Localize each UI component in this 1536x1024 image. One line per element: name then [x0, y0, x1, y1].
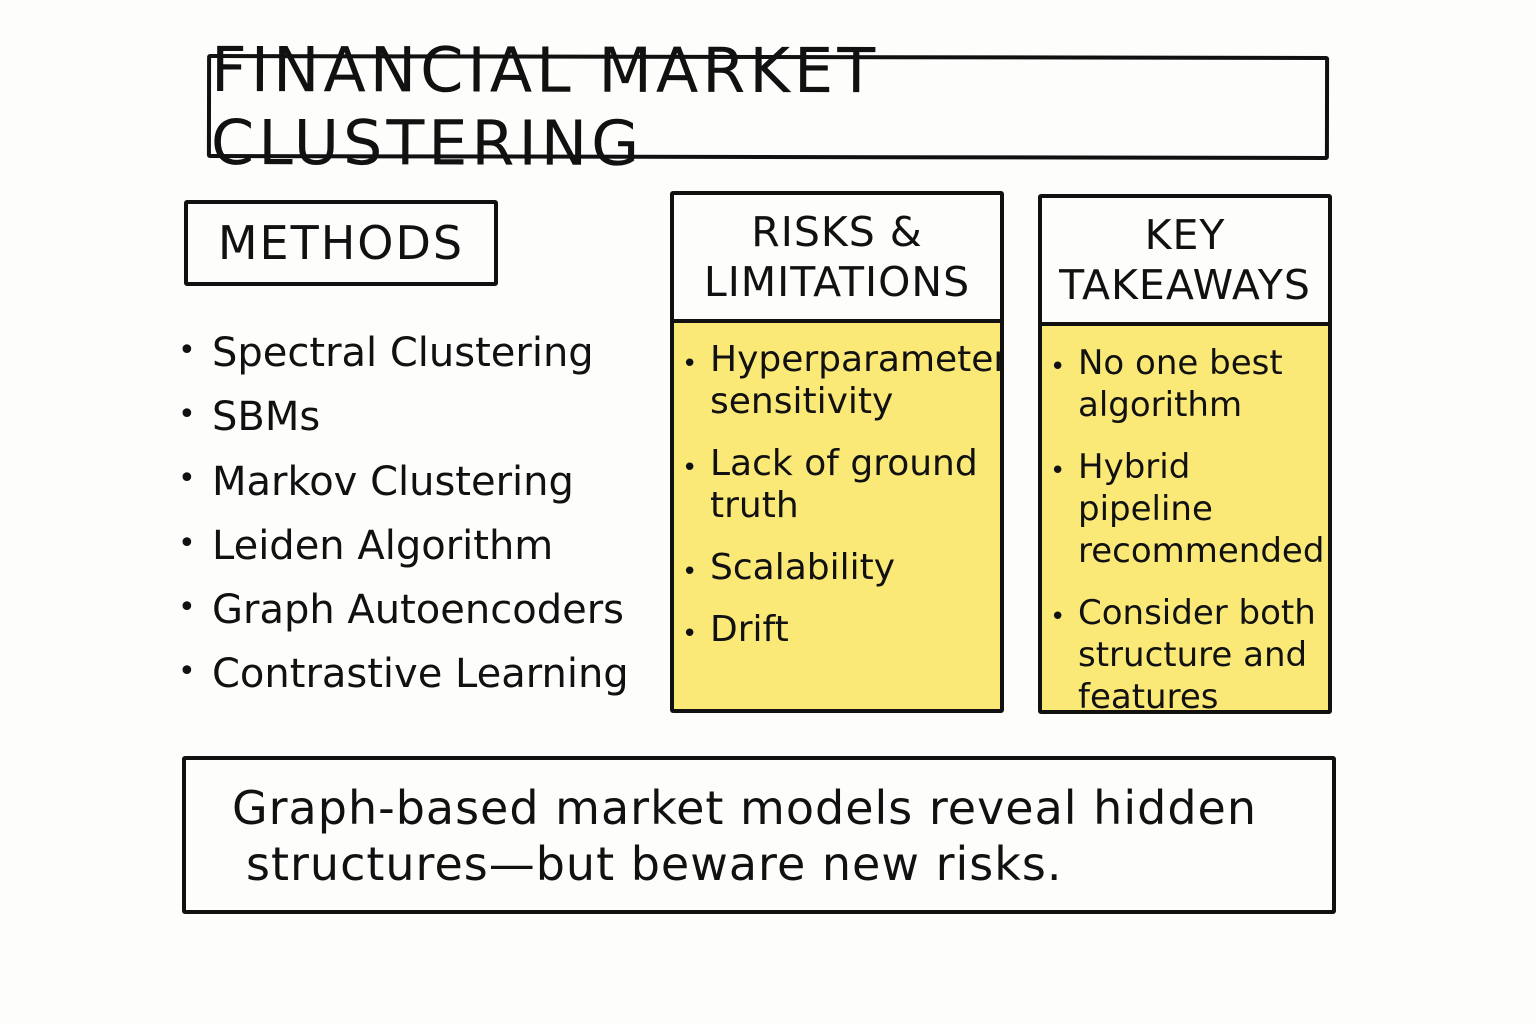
takeaways-heading: KEY TAKEAWAYS — [1042, 198, 1328, 326]
bullet-icon: • — [1050, 456, 1066, 486]
summary-box: Graph-based market models reveal hidden … — [182, 756, 1336, 914]
list-item: • Markov Clustering — [178, 451, 629, 515]
list-item: • Spectral Clustering — [178, 322, 629, 386]
title-box: FINANCIAL MARKET CLUSTERING — [206, 33, 1330, 180]
takeaway-label: Hybrid pipeline recommended — [1078, 447, 1325, 571]
method-label: Contrastive Learning — [212, 651, 629, 698]
method-label: Spectral Clustering — [212, 330, 594, 376]
list-item: • Lack of ground truth — [682, 443, 1000, 527]
risk-label: Scalability — [710, 547, 896, 588]
list-item: • Consider both structure and features — [1050, 592, 1328, 714]
risk-label: Drift — [710, 609, 789, 650]
bullet-icon: • — [682, 453, 698, 483]
list-item: • SBMs — [178, 386, 629, 450]
method-label: SBMs — [212, 394, 321, 441]
risk-label: Lack of ground truth — [710, 443, 978, 526]
risks-heading: RISKS & LIMITATIONS — [674, 195, 1000, 323]
takeaways-heading-line1: KEY — [1144, 211, 1226, 259]
summary-line2: structures—but beware new risks. — [246, 837, 1063, 891]
page-title: FINANCIAL MARKET CLUSTERING — [210, 33, 880, 180]
takeaways-heading-line2: TAKEAWAYS — [1059, 261, 1311, 309]
method-label: Markov Clustering — [212, 458, 574, 505]
method-label: Leiden Algorithm — [212, 522, 554, 569]
takeaway-label: Consider both structure and features — [1078, 593, 1316, 714]
bullet-icon: • — [1050, 602, 1066, 632]
risks-list: •Hyperparameter sensitivity • Lack of gro… — [674, 323, 1000, 651]
risks-panel: RISKS & LIMITATIONS •Hyperparameter sens… — [670, 191, 1004, 713]
list-item: • No one best algorithm — [1050, 342, 1328, 426]
bullet-icon: • — [682, 619, 698, 649]
risks-heading-line2: LIMITATIONS — [703, 258, 971, 306]
summary-line1: Graph-based market models reveal hidden — [232, 781, 1257, 835]
takeaways-panel: KEY TAKEAWAYS • No one best algorithm • Hy… — [1038, 194, 1332, 714]
bullet-icon: • — [178, 332, 196, 368]
methods-heading: METHODS — [217, 216, 465, 270]
bullet-icon: • — [682, 557, 698, 587]
list-item: • Scalability — [682, 547, 1000, 589]
risks-heading-line1: RISKS & — [751, 208, 923, 256]
takeaways-list: • No one best algorithm • Hybrid pipeline … — [1042, 326, 1328, 714]
list-item: •Hyperparameter sensitivity — [682, 339, 1000, 423]
list-item: • Contrastive Learning — [178, 643, 629, 707]
methods-list: • Spectral Clustering • SBMs • Markov Clust… — [178, 322, 629, 708]
risk-label: Hyperparameter sensitivity — [710, 339, 1004, 422]
bullet-icon: • — [682, 349, 698, 379]
bullet-icon: • — [178, 397, 196, 432]
bullet-icon: • — [1050, 352, 1066, 382]
list-item: • Drift — [682, 609, 1000, 651]
list-item: • Leiden Algorithm — [178, 515, 629, 579]
methods-heading-box: METHODS — [184, 200, 498, 286]
takeaway-label: No one best algorithm — [1078, 343, 1283, 425]
list-item: • Graph Autoencoders — [178, 579, 629, 643]
list-item: • Hybrid pipeline recommended — [1050, 446, 1328, 572]
bullet-icon: • — [178, 589, 196, 625]
bullet-icon: • — [178, 461, 196, 497]
bullet-icon: • — [178, 525, 196, 561]
method-label: Graph Autoencoders — [212, 587, 624, 634]
bullet-icon: • — [178, 654, 196, 690]
